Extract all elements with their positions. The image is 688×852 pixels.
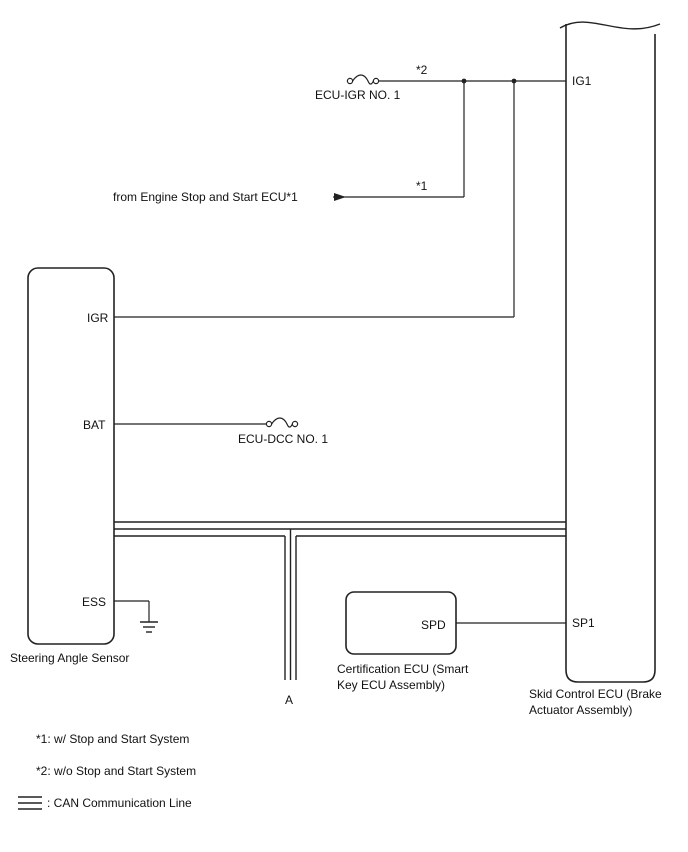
marker-star2: *2 — [416, 63, 428, 77]
fuse-ecu-igr-label: ECU-IGR NO. 1 — [315, 88, 401, 102]
legend-note-1: *1: w/ Stop and Start System — [36, 732, 189, 746]
fuse-ecu-dcc-icon — [265, 417, 299, 428]
fuse-ecu-dcc-label: ECU-DCC NO. 1 — [238, 432, 328, 446]
skid-control-ecu-label-line2: Actuator Assembly) — [529, 703, 632, 717]
terminal-sp1: SP1 — [572, 616, 595, 630]
terminal-ess: ESS — [82, 595, 106, 609]
legend-can-line: : CAN Communication Line — [47, 796, 192, 810]
legend-note-2: *2: w/o Stop and Start System — [36, 764, 196, 778]
terminal-igr: IGR — [87, 311, 109, 325]
certification-ecu-label-line2: Key ECU Assembly) — [337, 678, 445, 692]
steering-angle-sensor-label: Steering Angle Sensor — [10, 651, 129, 665]
ess-ground-circuit — [114, 600, 150, 622]
terminal-bat: BAT — [83, 418, 106, 432]
skid-control-ecu: Skid Control ECU (Brake Actuator Assembl… — [529, 21, 662, 717]
can-line-legend-icon — [18, 796, 42, 810]
terminal-spd: SPD — [421, 618, 446, 632]
ig1-circuit — [114, 78, 566, 318]
signal-from-engine-label: from Engine Stop and Start ECU*1 — [113, 190, 298, 204]
arrow-right-icon — [333, 193, 346, 201]
steering-angle-sensor: Steering Angle Sensor — [10, 267, 129, 665]
skid-control-ecu-label-line1: Skid Control ECU (Brake — [529, 687, 662, 701]
can-bus — [114, 521, 566, 680]
certification-ecu: Certification ECU (Smart Key ECU Assembl… — [337, 591, 469, 692]
connector-a-label: A — [285, 693, 293, 707]
break-line — [559, 21, 661, 30]
fuse-ecu-igr-icon — [346, 74, 380, 85]
ground-icon — [140, 621, 158, 633]
terminal-ig1: IG1 — [572, 74, 592, 88]
certification-ecu-label-line1: Certification ECU (Smart — [337, 662, 469, 676]
marker-star1: *1 — [416, 179, 428, 193]
